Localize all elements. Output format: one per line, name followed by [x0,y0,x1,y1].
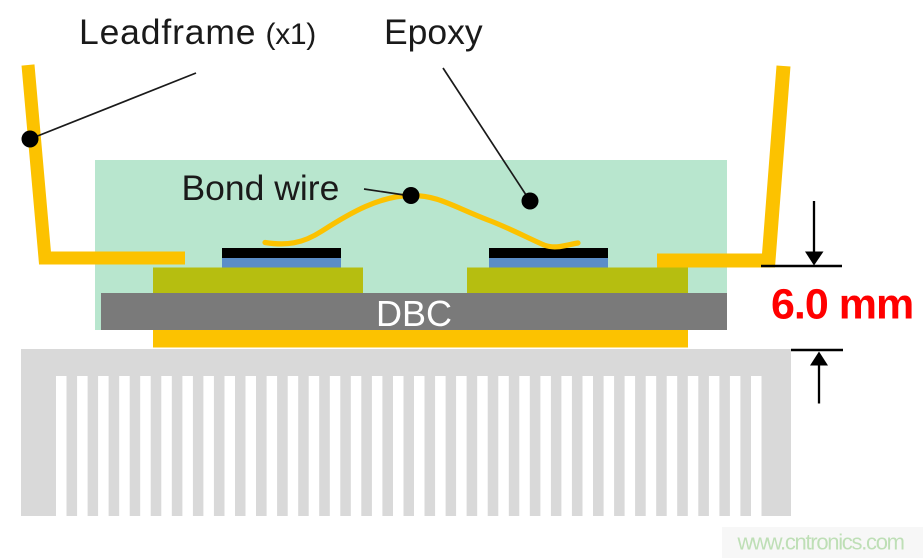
svg-text:www.cntronics.com: www.cntronics.com [737,530,904,555]
svg-text:6.0 mm: 6.0 mm [771,281,913,329]
svg-text:DBC: DBC [376,293,452,334]
svg-text:Leadframe(x1): Leadframe(x1) [79,12,316,52]
svg-text:Bond wire: Bond wire [182,168,340,208]
svg-text:Epoxy: Epoxy [384,12,483,52]
